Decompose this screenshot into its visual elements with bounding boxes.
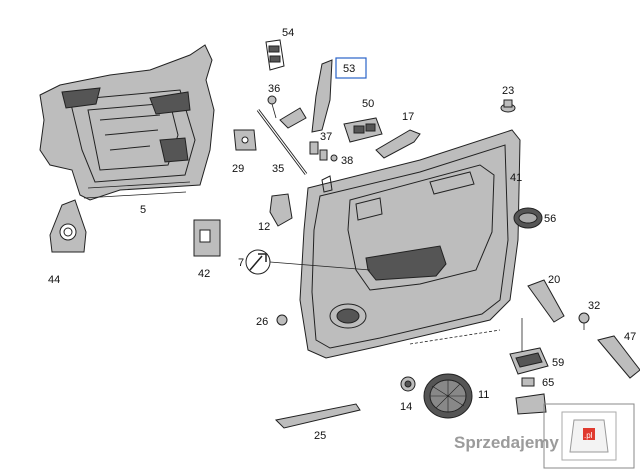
callout-32[interactable]: 32 <box>588 300 600 312</box>
part-54-clip <box>265 39 285 71</box>
part-25-trim-strip <box>274 403 361 429</box>
callout-41[interactable]: 5 <box>140 204 146 216</box>
watermark-text: Sprzedajemy <box>454 433 559 452</box>
callout-20[interactable]: 20 <box>548 274 560 286</box>
callout-17[interactable]: 17 <box>402 111 414 123</box>
part-50-switch-housing <box>343 117 383 143</box>
callout-53-box <box>335 57 367 79</box>
callout-53[interactable]: 53 <box>343 63 355 75</box>
callout-65[interactable]: 65 <box>542 377 554 389</box>
part-38-screw <box>330 154 338 162</box>
part-connector <box>515 393 547 415</box>
callout-23[interactable]: 23 <box>502 85 514 97</box>
callout-56[interactable]: 12 <box>258 221 270 233</box>
callout-12[interactable]: 56 <box>544 213 556 225</box>
callout-35[interactable]: 35 <box>272 163 284 175</box>
callout-29[interactable]: 29 <box>232 163 244 175</box>
callout-38[interactable]: 38 <box>341 155 353 167</box>
callout-25[interactable]: 25 <box>314 430 326 442</box>
logo-red-square <box>583 428 595 440</box>
callout-54[interactable]: 54 <box>282 27 294 39</box>
callout-37[interactable]: 37 <box>320 131 332 143</box>
callout-44[interactable]: 44 <box>48 274 60 286</box>
callout-50[interactable]: 50 <box>362 98 374 110</box>
callout-11[interactable]: 11 <box>478 389 489 401</box>
callout-59[interactable]: 59 <box>552 357 564 369</box>
part-7-tool-circle <box>245 249 371 275</box>
part-37-fastener <box>309 141 328 161</box>
part-12-grille <box>513 207 543 229</box>
watermark: Sprzedajemy .pl <box>454 403 635 469</box>
part-26-clip <box>276 314 288 326</box>
watermark-suffix: .pl <box>584 431 593 440</box>
part-17-door-handle <box>375 129 421 159</box>
part-42-pad <box>193 219 221 257</box>
part-59-housing <box>509 347 549 375</box>
callout-26[interactable]: 26 <box>256 316 268 328</box>
callout-42[interactable]: 42 <box>198 268 210 280</box>
callout-36[interactable]: 36 <box>268 83 280 95</box>
callout-47[interactable]: 47 <box>624 331 636 343</box>
part-11-speaker <box>423 373 473 419</box>
part-56-bracket <box>269 193 293 227</box>
part-41-door-frame <box>39 44 215 201</box>
part-29-bracket <box>233 129 257 151</box>
callout-5[interactable]: 41 <box>510 172 522 184</box>
part-20-rail <box>527 279 565 323</box>
part-5-door-panel <box>299 129 521 359</box>
part-35-rod <box>256 107 308 175</box>
part-36-bolt <box>267 95 277 119</box>
part-23-cap <box>500 99 516 113</box>
part-44-gasket <box>49 199 87 253</box>
callout-14[interactable]: 14 <box>400 401 412 413</box>
part-47-trim <box>597 335 640 379</box>
callout-7[interactable]: 7 <box>238 257 244 269</box>
part-53-trim-strip <box>311 59 333 133</box>
part-14-cap <box>400 376 416 392</box>
part-32-screw <box>578 312 590 330</box>
part-65-screw <box>521 377 535 387</box>
